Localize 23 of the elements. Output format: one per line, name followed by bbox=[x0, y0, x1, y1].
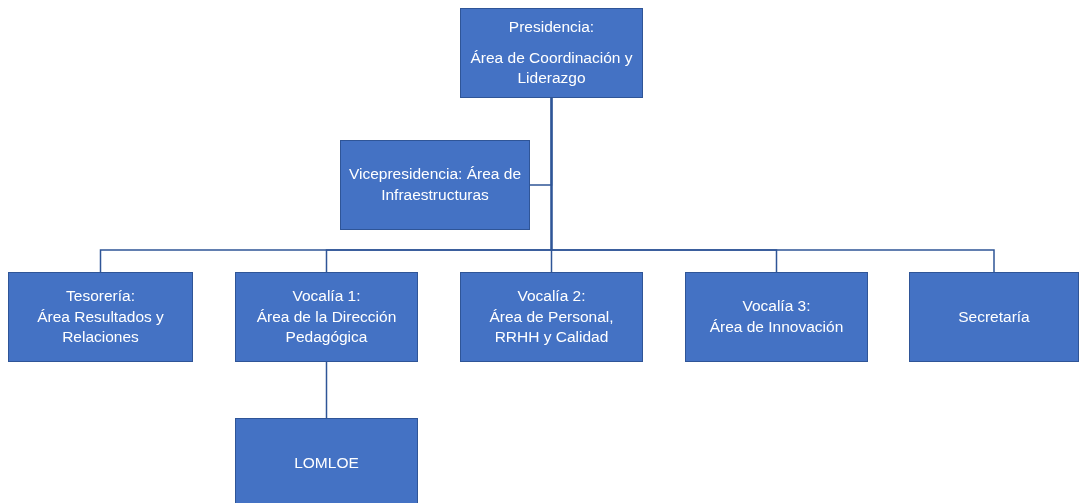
role-label: Área de Coordinación y Liderazgo bbox=[469, 47, 634, 89]
role-title: Tesorería: bbox=[66, 285, 135, 306]
role-label: Área de Personal, RRHH y Calidad bbox=[488, 306, 615, 348]
org-box bbox=[685, 272, 868, 362]
role-label: Área de Innovación bbox=[709, 317, 844, 337]
org-box bbox=[8, 272, 193, 362]
org-box bbox=[340, 140, 530, 230]
role-label: Área Resultados y Relaciones bbox=[36, 306, 165, 348]
org-box bbox=[460, 8, 643, 98]
role-title: Vocalía 2: bbox=[517, 285, 586, 306]
role-title: Vocalía 3: bbox=[742, 296, 811, 317]
connector-line bbox=[550, 97, 995, 273]
org-box bbox=[909, 272, 1079, 362]
org-box bbox=[460, 272, 643, 362]
role-title: Presidencia: bbox=[508, 16, 595, 37]
role-label: LOMLOE bbox=[294, 452, 359, 473]
role-label: Secretaría bbox=[958, 306, 1030, 327]
connector-line bbox=[325, 361, 328, 419]
role-label: Vicepresidencia: Área de Infraestructuras bbox=[347, 164, 522, 205]
org-box bbox=[235, 272, 418, 362]
org-box bbox=[235, 418, 418, 503]
role-label: Área de la Dirección Pedagógica bbox=[255, 306, 398, 348]
role-title: Vocalía 1: bbox=[292, 285, 361, 306]
